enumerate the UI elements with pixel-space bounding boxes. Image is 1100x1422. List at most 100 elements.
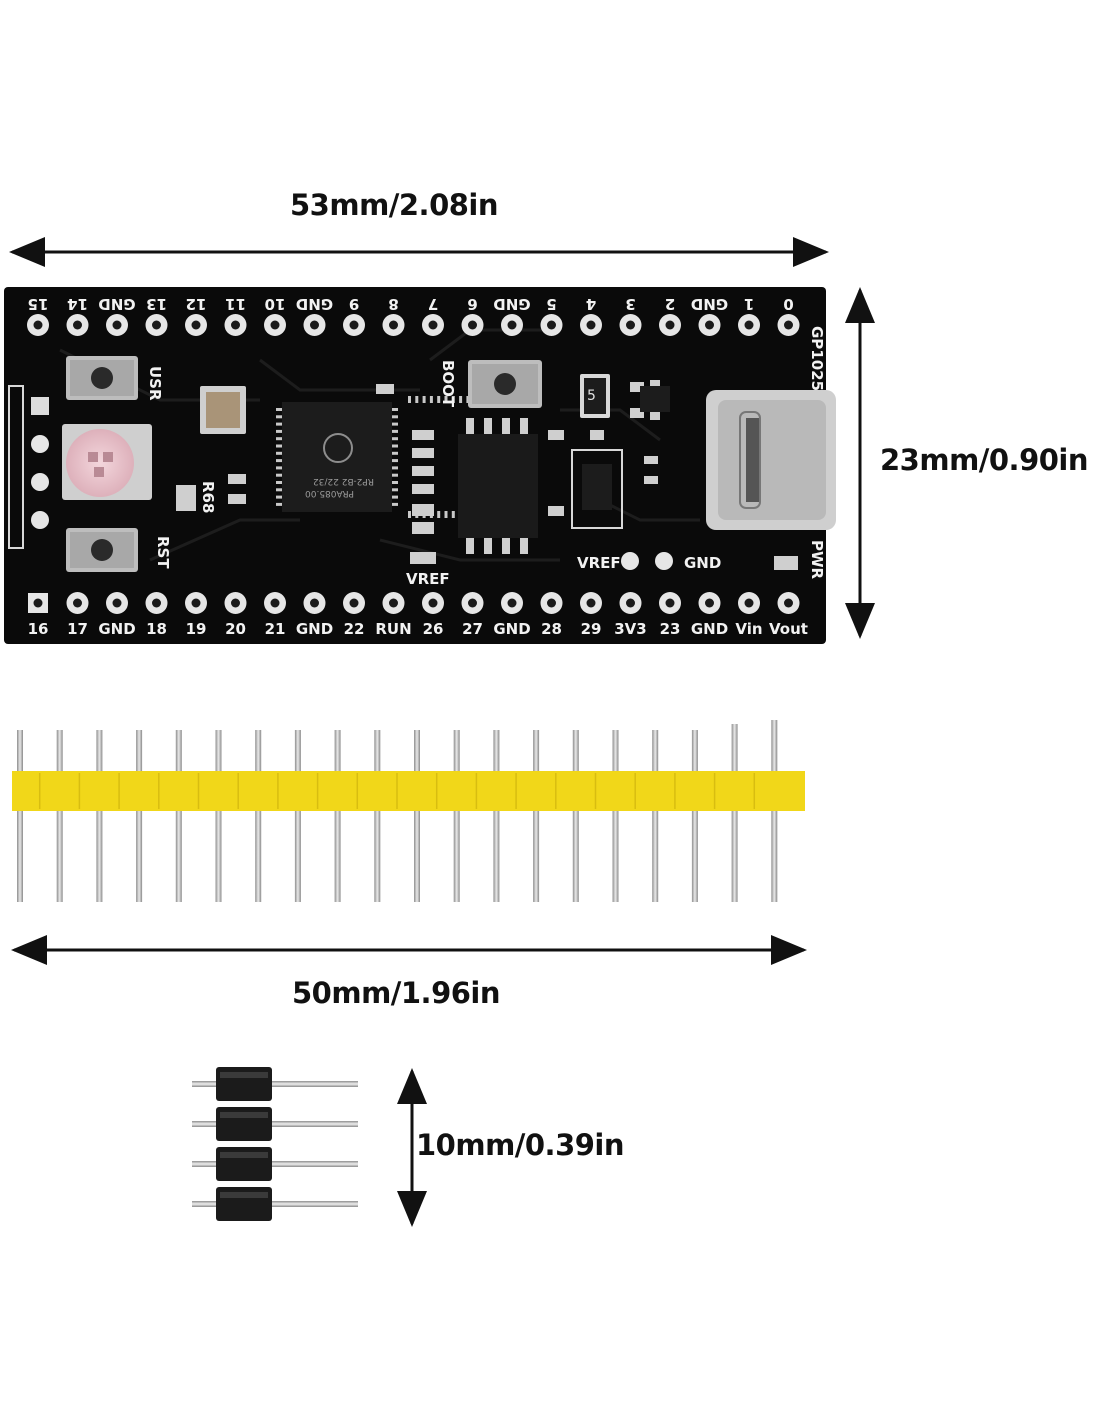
flash-chip [458,418,538,554]
header-pin [731,724,738,902]
mcu-pin [276,502,283,506]
mcu-pin [391,488,398,492]
bottom-pad-hole [270,598,280,608]
mcu-pin [276,451,283,455]
pin-header-20 [12,720,805,902]
top-pad-hole [270,320,280,330]
mcu-pin [391,473,398,477]
bottom-pad-hole [428,598,438,608]
vref-silkscreen-left: VREF [406,570,450,588]
bottom-pad-hole [705,598,714,608]
mcu-pin [276,466,283,470]
gpio25-silkscreen: GP1025 [808,326,826,391]
chip-marking-1: RP2-B2 22/32 [313,476,374,486]
mcu-pin [451,511,455,518]
bottom-pin-label: 19 [186,620,207,638]
top-pad-hole [665,320,675,330]
header-plastic-strip [12,771,805,811]
top-pad-hole [626,320,635,330]
top-pin-label: GND [296,295,333,313]
bottom-pin-label: 23 [660,620,681,638]
header-pin [572,730,579,902]
top-pad-hole [705,320,714,330]
top-pin-label: 8 [388,295,398,313]
bottom-pin-label: RUN [375,620,411,638]
header-pin [612,730,619,902]
vref-silkscreen-right: VREF [577,554,621,572]
top-pad-hole [112,320,122,330]
mcu-pin [391,408,398,411]
mcu-pin [422,396,426,403]
header-pin [334,730,341,902]
mcu-pin [391,415,398,419]
ldo-regulator [571,449,623,529]
top-pad-hole [33,320,43,330]
bottom-pin-label: 27 [462,620,483,638]
bottom-pin-label: 21 [265,620,286,638]
mcu-pin [391,495,398,499]
header-pin [374,730,381,902]
bottom-pad-hole [349,598,359,608]
header-pin [652,730,659,902]
r68-silkscreen: R68 [199,481,217,513]
mcu-pin [276,422,283,426]
short-header-pin [192,1161,358,1167]
top-pin-label: 9 [349,295,359,313]
board-width-label: 53mm/2.08in [290,188,499,222]
mcu-pin [391,466,398,470]
gnd-pad [655,552,673,570]
top-pin-label: GND [691,295,728,313]
bottom-pin-label: 29 [581,620,602,638]
mcu-pin [276,415,283,419]
header-pin [493,730,500,902]
top-pad-hole [231,320,240,330]
bottom-pad-hole [310,598,319,608]
header-width-label: 50mm/1.96in [292,976,501,1010]
top-pad-hole [349,320,359,330]
top-pin-label: 2 [665,295,675,313]
mcu-pin [276,437,283,441]
bottom-pin-label: 26 [423,620,444,638]
mcu-pin [459,396,463,403]
top-pin-label: 14 [67,295,88,313]
bottom-pad-hole [152,598,161,608]
bottom-pin-label: 28 [541,620,562,638]
usr-silkscreen: USR [146,366,164,401]
short-header-highlight [220,1112,268,1118]
top-pin-label: 0 [783,295,793,313]
mcu-pin [276,473,283,477]
mcu-pin [276,408,283,411]
mcu-pin [391,451,398,455]
header-pin [533,730,540,902]
voltage-regulator: 5 [580,374,610,418]
top-pad-hole [428,320,438,330]
boot-button [468,360,542,408]
bottom-pin-label: 18 [146,620,167,638]
pin-header-4 [192,1067,358,1221]
top-pin-label: GND [493,295,530,313]
bottom-pin-label: 16 [28,620,49,638]
short-header-pin [192,1081,358,1087]
top-pin-label: 3 [625,295,635,313]
mcu-pin [391,444,398,448]
side-connector [8,385,49,549]
rst-button [66,528,138,572]
top-pad-hole [191,320,201,330]
top-pin-label: 6 [467,295,477,313]
mcu-pin [444,396,448,403]
bottom-pin-label: GND [493,620,530,638]
usb-c-connector [706,390,836,530]
header-pin [136,730,143,902]
bottom-pin-label: 20 [225,620,246,638]
header-pin [56,730,63,902]
top-pin-label: 1 [744,295,754,313]
bottom-pin-label: Vin [735,620,762,638]
sot23-component [640,380,670,420]
top-pad-hole [468,320,477,330]
mcu-pin [451,396,455,403]
rgb-led [62,424,152,500]
top-pin-label: 10 [265,295,286,313]
bottom-pad-hole [73,598,82,608]
vref-pad [621,552,639,570]
